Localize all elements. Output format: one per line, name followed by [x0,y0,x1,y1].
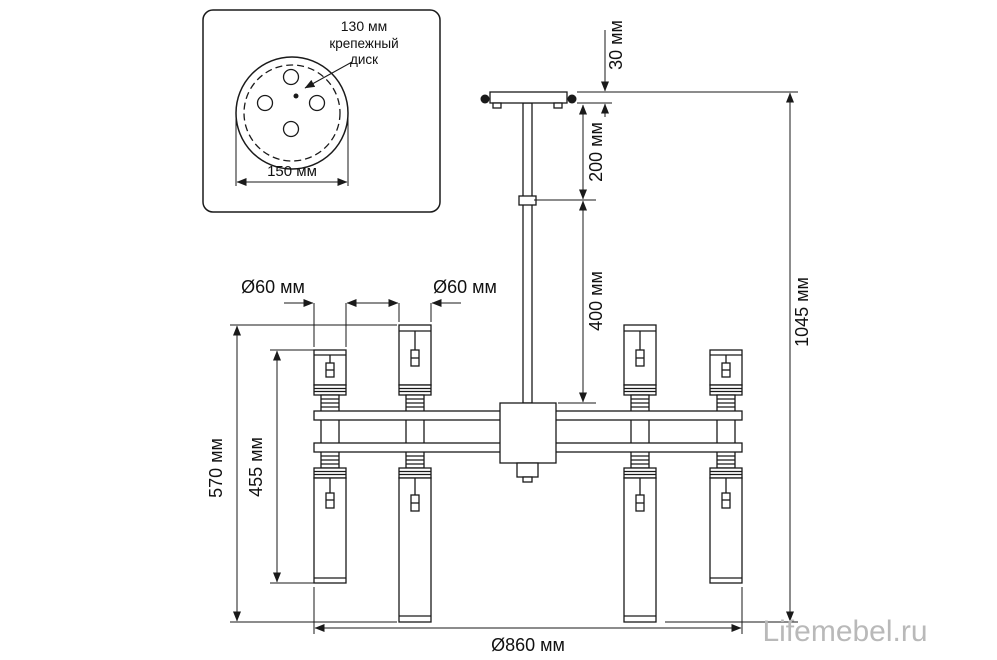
dim-tube-diameter-left-label: Ø60 мм [241,277,305,297]
mount-hole [256,94,274,112]
dim-short-tube-height: 455 мм [246,349,314,584]
mount-hole [282,120,300,138]
dim-rod-upper: 200 мм [534,104,606,201]
center-mark [293,93,299,99]
dim-total-diameter: Ø860 мм [313,587,743,655]
mount-hole [308,94,326,112]
chandelier-drawing [313,91,743,623]
dim-total-diameter-label: Ø860 мм [491,635,565,655]
ceiling-canopy [480,91,577,109]
dim-disk-width: 150 мм [235,117,349,186]
inset-diameter-label: 130 мм [341,18,388,34]
inset-part-label-line1: крепежный [329,36,398,51]
leader-line [304,61,353,89]
watermark-text: Lifemebel.ru [762,615,927,648]
mount-hole [282,68,300,86]
dim-rod-lower-label: 400 мм [586,271,606,331]
dim-short-tube-height-label: 455 мм [246,437,266,497]
dim-total-height-label: 1045 мм [792,277,812,347]
hanging-rod [518,102,537,404]
dimension-annotations: 30 мм 200 мм 400 мм 1045 мм 570 мм [206,20,812,655]
dim-canopy-height: 30 мм [577,20,798,117]
central-hub [499,402,557,483]
lamp-column-inner-right [623,324,657,623]
lamp-column-outer-right [709,349,743,584]
dim-tall-tube-height: 570 мм [206,324,397,623]
dim-tall-tube-height-label: 570 мм [206,438,226,498]
lamp-column-inner-left [398,324,432,623]
dim-total-height: 1045 мм [665,92,812,623]
bolt-circle-dashed [243,64,341,162]
dim-disk-width-label: 150 мм [267,163,317,180]
dim-rod-lower: 400 мм [558,200,606,404]
dim-rod-upper-label: 200 мм [586,122,606,182]
inset-part-label-line2: диск [350,52,378,67]
dim-tube-diameter-right: Ø60 мм [369,277,497,322]
dim-tube-diameter-right-label: Ø60 мм [433,277,497,297]
mounting-disk-inset: 130 мм крепежный диск 150 мм [202,9,441,213]
lamp-column-outer-left [313,349,347,584]
dim-tube-diameter-left: Ø60 мм [241,277,376,347]
dim-canopy-height-label: 30 мм [606,20,626,70]
